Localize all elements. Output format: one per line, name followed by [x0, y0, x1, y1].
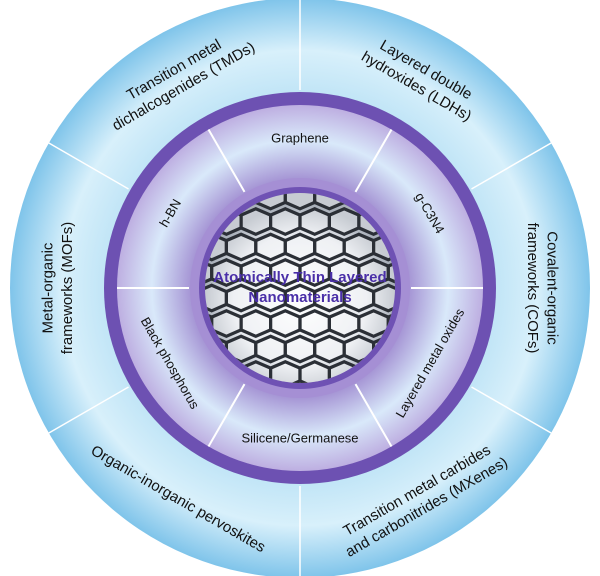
- lattice-hexagon: [298, 309, 331, 339]
- lattice-hexagon: [224, 232, 258, 262]
- lattice-hexagon: [269, 207, 302, 237]
- lattice-hexagon: [254, 232, 287, 262]
- inner-label-silicene-germanese: Silicene/Germanese: [241, 431, 358, 446]
- outer-label-cofs: Covalent-organicframeworks (COFs): [524, 223, 560, 354]
- inner-divider: [354, 383, 393, 447]
- lattice-hexagon: [283, 193, 317, 211]
- lattice-hexagon: [313, 232, 346, 262]
- inner-divider: [207, 129, 246, 193]
- center-title-line1: Atomically Thin Layered: [213, 269, 386, 286]
- lattice-hexagon: [239, 309, 273, 339]
- inner-label-graphene: Graphene: [271, 131, 329, 146]
- outer-divider: [48, 386, 129, 434]
- lattice-hexagon: [372, 283, 395, 313]
- lattice-hexagon: [327, 309, 361, 339]
- lattice-hexagon: [254, 334, 287, 364]
- lattice-hexagon: [342, 232, 376, 262]
- lattice-hexagon: [327, 207, 361, 237]
- lattice-hexagon: [283, 334, 317, 364]
- lattice-hexagon: [298, 207, 331, 237]
- inner-ring-dividers: [117, 129, 483, 447]
- outer-ring-dividers: [48, 0, 552, 576]
- inner-divider: [354, 129, 393, 193]
- lattice-hexagon: [283, 232, 317, 262]
- outer-divider: [471, 386, 552, 434]
- lattice-hexagon: [239, 207, 273, 237]
- outer-divider: [471, 142, 552, 190]
- lattice-hexagon: [386, 309, 395, 339]
- lattice-hexagon: [269, 309, 302, 339]
- outer-divider: [48, 142, 129, 190]
- inner-divider: [207, 383, 246, 447]
- lattice-hexagon: [386, 258, 395, 288]
- lattice-hexagon: [357, 309, 390, 339]
- lattice-hexagon: [210, 309, 243, 339]
- lattice-hexagon: [313, 334, 346, 364]
- center-title-line2: Nanomaterials: [248, 289, 351, 306]
